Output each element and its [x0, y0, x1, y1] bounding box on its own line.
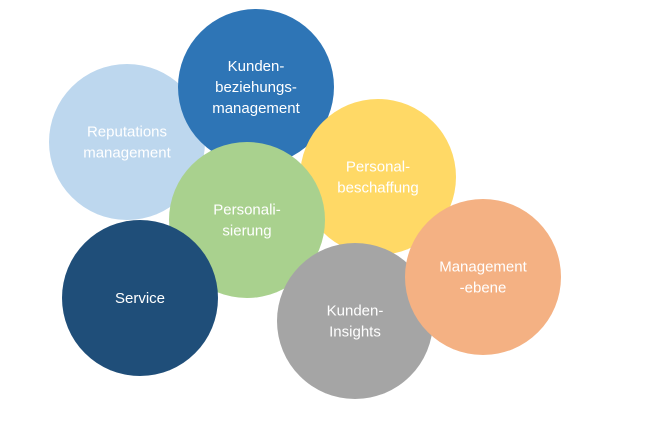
bubble-personalisierung: Personali-sierung: [169, 142, 325, 298]
bubble-label-personalbeschaffung-line-0: Personal-: [346, 159, 410, 176]
bubble-label-kundenbeziehung-line-0: Kunden-: [228, 58, 285, 75]
bubble-personalbeschaffung: Personal-beschaffung: [300, 99, 456, 255]
bubble-reputation: Reputations management: [49, 64, 205, 220]
bubble-label-reputation-line-0: Reputations: [87, 124, 167, 141]
bubble-circle-personalisierung: [169, 142, 325, 298]
bubble-circle-managementebene: [405, 199, 561, 355]
bubble-label-managementebene-line-1: -ebene: [460, 280, 507, 297]
bubble-kunden-insights: Kunden- Insights: [277, 243, 433, 399]
bubble-circle-kunden-insights: [277, 243, 433, 399]
bubble-label-kunden-insights-line-0: Kunden-: [327, 303, 384, 320]
bubble-label-reputation-line-1: management: [83, 145, 171, 162]
bubble-label-kundenbeziehung-line-2: management: [212, 100, 300, 117]
bubble-managementebene: Management -ebene: [405, 199, 561, 355]
bubble-circle-kundenbeziehung: [178, 9, 334, 165]
bubble-label-kunden-insights-line-1: Insights: [329, 324, 381, 341]
bubble-kundenbeziehung: Kunden-beziehungs-management: [178, 9, 334, 165]
bubble-label-kundenbeziehung-line-1: beziehungs-: [215, 79, 297, 96]
bubble-label-personalisierung-line-0: Personali-: [213, 202, 281, 219]
bubble-label-service-line-0: Service: [115, 290, 165, 307]
bubble-label-personalisierung-line-1: sierung: [222, 223, 271, 240]
bubble-circle-reputation: [49, 64, 205, 220]
bubble-label-personalbeschaffung-line-1: beschaffung: [337, 180, 418, 197]
bubble-circle-service: [62, 220, 218, 376]
bubble-service: Service: [62, 220, 218, 376]
bubble-label-managementebene-line-0: Management: [439, 259, 527, 276]
bubble-circle-personalbeschaffung: [300, 99, 456, 255]
